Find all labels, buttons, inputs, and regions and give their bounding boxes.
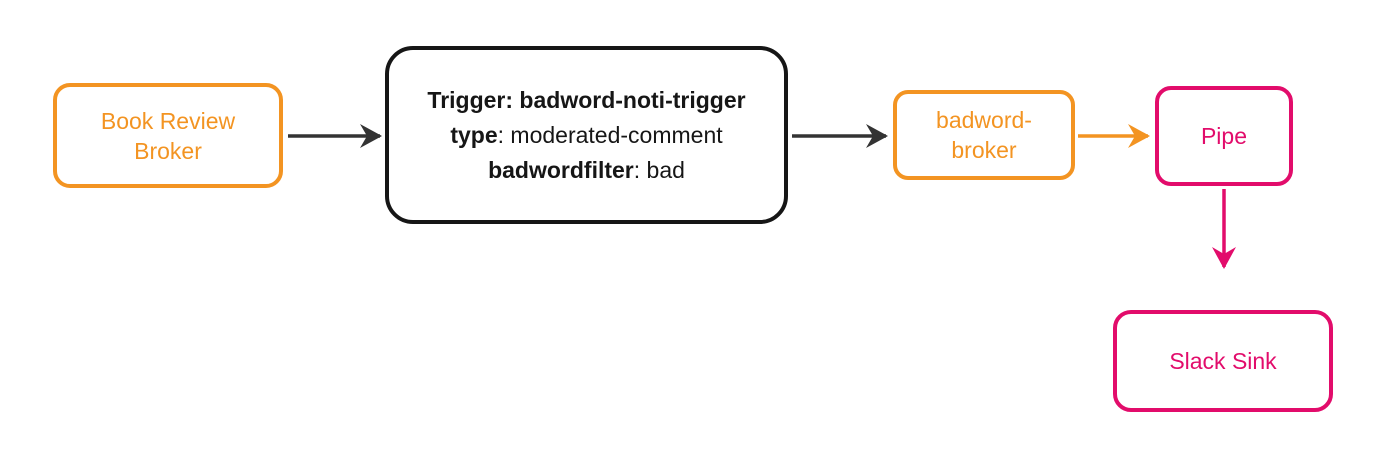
- node-trigger: Trigger: badword-noti-trigger type: mode…: [385, 46, 788, 224]
- node-slack-sink: Slack Sink: [1113, 310, 1333, 412]
- trigger-line-1: Trigger: badword-noti-trigger: [427, 83, 745, 118]
- trigger-type-key: type: [450, 121, 498, 148]
- node-slack-sink-label: Slack Sink: [1169, 348, 1277, 374]
- trigger-filter-value: : bad: [633, 156, 685, 183]
- node-pipe-label: Pipe: [1200, 123, 1248, 149]
- node-badword-broker: badword- broker: [893, 90, 1075, 180]
- trigger-line-2: type: moderated-comment: [450, 118, 722, 153]
- trigger-name-text: Trigger: badword-noti-trigger: [427, 86, 746, 113]
- trigger-line-3: badwordfilter: bad: [488, 153, 685, 188]
- node-book-review-broker-label: Book Review Broker: [100, 107, 236, 164]
- node-book-review-broker: Book Review Broker: [53, 83, 283, 188]
- trigger-type-value: : moderated-comment: [497, 121, 723, 148]
- trigger-filter-key: badwordfilter: [488, 156, 634, 183]
- node-badword-broker-label: badword- broker: [936, 107, 1032, 163]
- node-pipe: Pipe: [1155, 86, 1293, 186]
